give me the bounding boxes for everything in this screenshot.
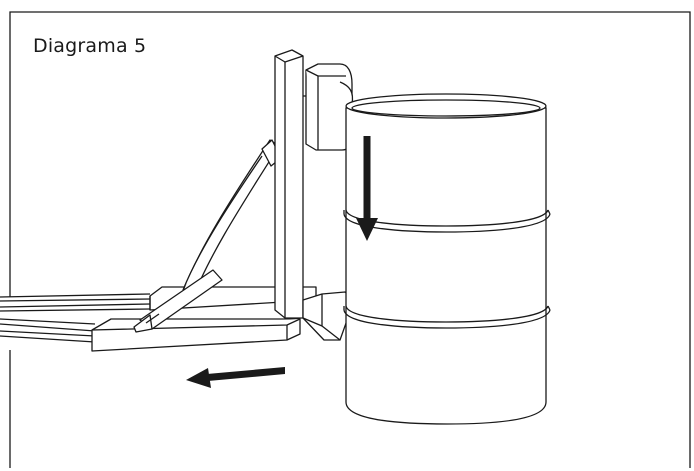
drum-hoops	[343, 209, 551, 329]
arrow-down-icon	[356, 136, 378, 241]
steel-drum	[345, 93, 547, 425]
figure-border	[9, 11, 691, 468]
fork-shoe	[91, 318, 301, 352]
diagram-title: Diagrama 5	[33, 35, 147, 57]
mast-upright	[274, 49, 304, 319]
lever-arm	[133, 139, 282, 333]
clamp-foot	[302, 291, 352, 341]
clamp-head	[303, 63, 354, 151]
arrow-left-icon	[186, 367, 285, 388]
forklift-tines	[0, 293, 151, 343]
